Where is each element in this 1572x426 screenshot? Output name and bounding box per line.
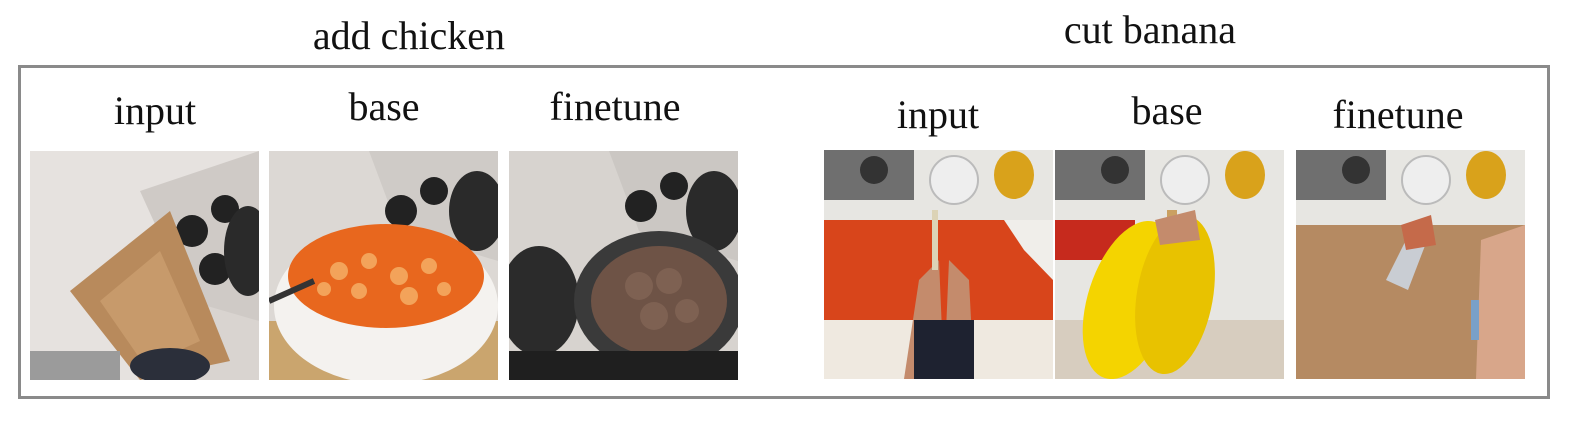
results-frame [18, 65, 1550, 399]
column-label-input-cut-banana: input [896, 92, 980, 137]
image-cut-banana-input [824, 150, 1053, 379]
group-title-cut-banana: cut banana [1063, 7, 1237, 52]
image-add-chicken-input [30, 151, 259, 380]
image-add-chicken-finetune [509, 151, 738, 380]
column-label-base-add-chicken: base [348, 84, 420, 129]
image-cut-banana-base [1055, 150, 1284, 379]
image-cut-banana-finetune [1296, 150, 1525, 379]
image-add-chicken-base [269, 151, 498, 380]
column-label-base-cut-banana: base [1131, 88, 1203, 133]
group-title-add-chicken: add chicken [312, 13, 506, 58]
column-label-finetune-add-chicken: finetune [549, 84, 681, 129]
column-label-input-add-chicken: input [113, 88, 197, 133]
column-label-finetune-cut-banana: finetune [1332, 92, 1464, 137]
